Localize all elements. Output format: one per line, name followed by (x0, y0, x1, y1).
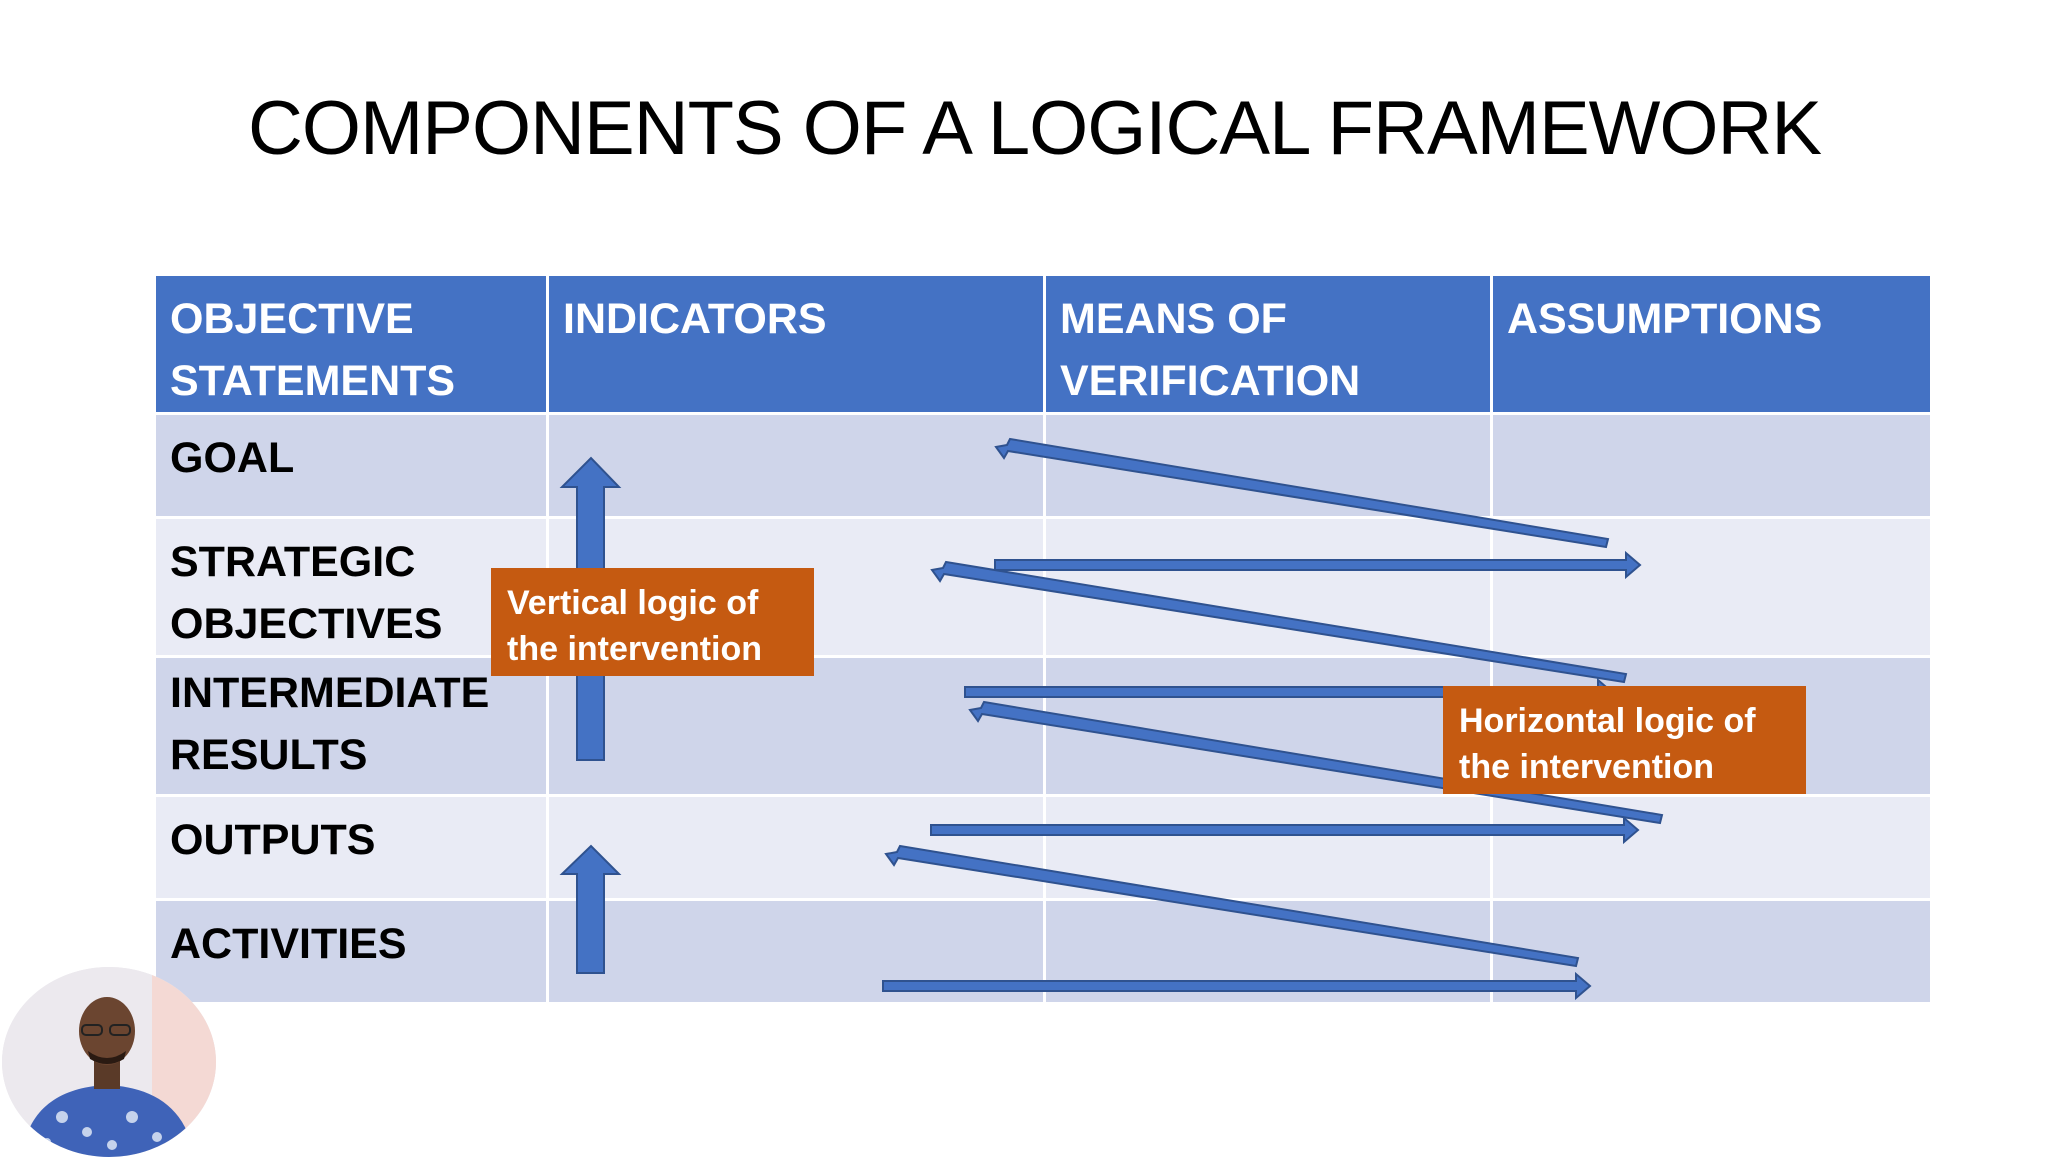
row-label: ACTIVITIES (170, 920, 407, 968)
row-label-strategic-objectives: STRATEGIC OBJECTIVES (153, 516, 549, 658)
vertical-logic-callout: Vertical logic of the intervention (491, 568, 814, 676)
row-label-goal: GOAL (153, 412, 549, 519)
presenter-illustration (2, 967, 216, 1157)
row-outputs: OUTPUTS (153, 794, 1933, 901)
cell (1490, 794, 1933, 901)
vertical-logic-text: Vertical logic of the intervention (507, 584, 763, 668)
slide-title: COMPONENTS OF A LOGICAL FRAMEWORK (248, 86, 1822, 171)
cell (1490, 898, 1933, 1005)
header-assumptions: ASSUMPTIONS (1490, 273, 1933, 415)
cell (546, 412, 1046, 519)
horizontal-logic-callout: Horizontal logic of the intervention (1443, 686, 1806, 794)
header-objective-statements: OBJECTIVE STATEMENTS (153, 273, 549, 415)
header-label: OBJECTIVE STATEMENTS (170, 295, 456, 405)
row-label: INTERMEDIATE RESULTS (170, 669, 490, 779)
cell (1043, 412, 1493, 519)
row-label: GOAL (170, 434, 295, 482)
row-goal: GOAL (153, 412, 1933, 519)
header-label: MEANS OF VERIFICATION (1060, 295, 1361, 405)
logframe-table: OBJECTIVE STATEMENTS INDICATORS MEANS OF… (153, 273, 1933, 1005)
row-label-outputs: OUTPUTS (153, 794, 549, 901)
cell (1043, 516, 1493, 658)
cell (1043, 898, 1493, 1005)
row-label: OUTPUTS (170, 816, 376, 864)
row-label-activities: ACTIVITIES (153, 898, 549, 1005)
cell (546, 794, 1046, 901)
cell (1490, 516, 1933, 658)
row-label: STRATEGIC OBJECTIVES (170, 538, 443, 648)
header-label: ASSUMPTIONS (1507, 295, 1823, 343)
header-indicators: INDICATORS (546, 273, 1046, 415)
cell (546, 898, 1046, 1005)
cell (1043, 655, 1493, 797)
row-activities: ACTIVITIES (153, 898, 1933, 1005)
cell (1490, 412, 1933, 519)
cell (1043, 794, 1493, 901)
cell (546, 655, 1046, 797)
horizontal-logic-text: Horizontal logic of the intervention (1459, 702, 1756, 786)
header-means-of-verification: MEANS OF VERIFICATION (1043, 273, 1493, 415)
header-label: INDICATORS (563, 295, 827, 343)
row-strategic-objectives: STRATEGIC OBJECTIVES (153, 516, 1933, 658)
header-row: OBJECTIVE STATEMENTS INDICATORS MEANS OF… (153, 273, 1933, 415)
row-label-intermediate-results: INTERMEDIATE RESULTS (153, 655, 549, 797)
presenter-webcam-avatar (2, 967, 216, 1157)
